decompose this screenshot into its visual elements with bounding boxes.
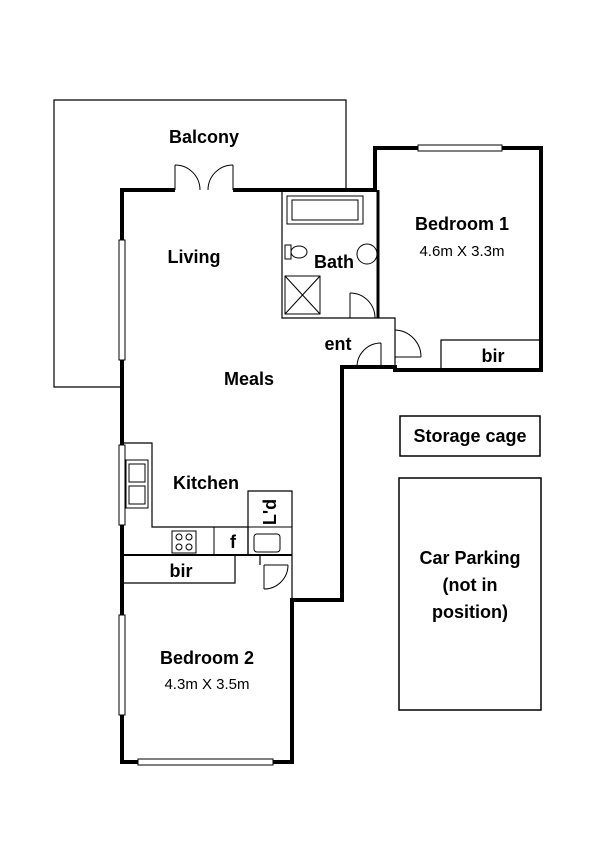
storage-cage-box bbox=[399, 415, 541, 457]
laundry-tub-icon bbox=[253, 533, 281, 553]
bedroom2-door-icon bbox=[263, 564, 289, 590]
ent-label: ent bbox=[325, 334, 352, 354]
car-parking-line3: position) bbox=[432, 602, 508, 622]
window-bedroom2-south bbox=[137, 758, 274, 766]
fridge-label: f bbox=[230, 532, 237, 552]
meals-label: Meals bbox=[224, 369, 274, 389]
sink-icon bbox=[125, 459, 149, 509]
window-kitchen-west bbox=[118, 444, 126, 526]
bir1-box bbox=[440, 339, 541, 370]
bedroom1-label: Bedroom 1 bbox=[415, 214, 509, 234]
bedroom2-dimensions: 4.3m X 3.5m bbox=[164, 676, 249, 693]
car-parking-box bbox=[398, 477, 542, 711]
shower-icon bbox=[284, 275, 321, 315]
bath-door-icon bbox=[349, 292, 376, 319]
entry-door-icon bbox=[356, 342, 382, 368]
bir1-label: bir bbox=[481, 346, 504, 366]
basin-icon bbox=[356, 243, 378, 265]
bedroom2-label: Bedroom 2 bbox=[160, 648, 254, 668]
bath-label: Bath bbox=[314, 252, 354, 272]
living-label: Living bbox=[168, 247, 221, 267]
bedroom1-door-icon bbox=[394, 329, 422, 358]
bir2-label: bir bbox=[169, 561, 192, 581]
laundry-label: L'd bbox=[260, 499, 280, 525]
window-bedroom2-west bbox=[118, 614, 126, 716]
laundry-walls bbox=[247, 490, 293, 600]
storage-cage-label: Storage cage bbox=[413, 426, 526, 446]
bedroom1-dimensions: 4.6m X 3.3m bbox=[419, 243, 504, 260]
bathtub-icon bbox=[286, 195, 364, 225]
bir2-box bbox=[122, 555, 236, 584]
car-parking-line2: (not in bbox=[443, 575, 498, 595]
toilet-icon bbox=[284, 244, 308, 260]
balcony-door-icon bbox=[174, 164, 234, 193]
window-bedroom1-north bbox=[417, 144, 503, 152]
cooktop-icon bbox=[171, 530, 197, 554]
car-parking-line1: Car Parking bbox=[419, 548, 520, 568]
kitchen-label: Kitchen bbox=[173, 473, 239, 493]
balcony-label: Balcony bbox=[169, 127, 239, 147]
window-living-west bbox=[118, 239, 126, 361]
